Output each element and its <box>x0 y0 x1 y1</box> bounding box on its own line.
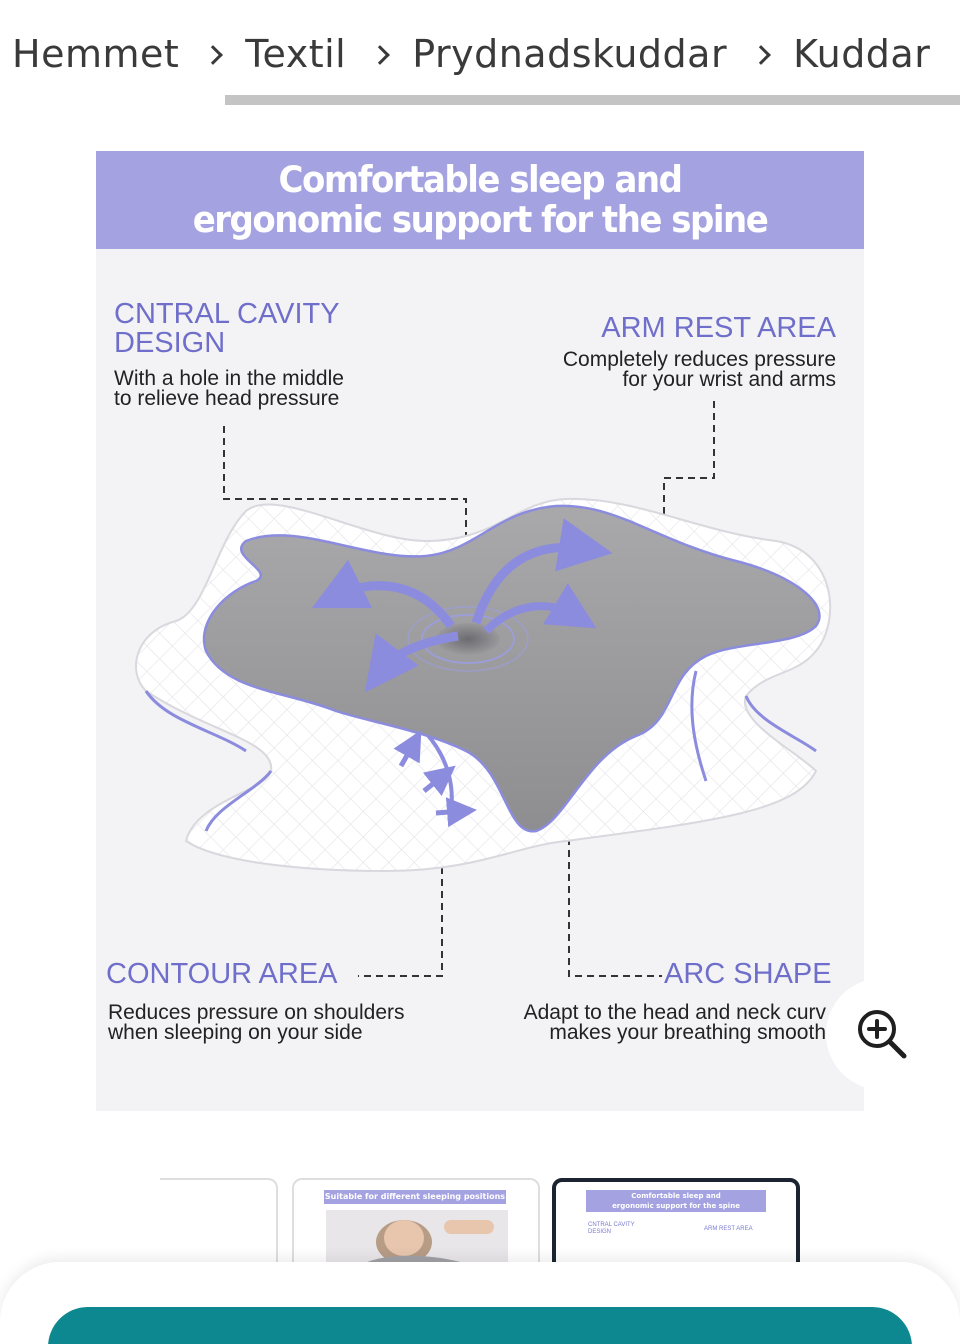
feature-contour-title: CONTOUR AREA <box>106 958 338 990</box>
chevron-right-icon <box>727 34 793 74</box>
chevron-right-icon <box>346 34 412 74</box>
zoom-button[interactable] <box>826 978 938 1090</box>
thumbnail-2-banner: Suitable for different sleeping position… <box>324 1190 506 1204</box>
feature-arc-desc-1: Adapt to the head and neck curv <box>523 1001 826 1024</box>
banner-line-1: Comfortable sleep and <box>278 158 683 202</box>
thumbnail-3-banner: Comfortable sleep and ergonomic support … <box>586 1190 766 1212</box>
thumbnail-3-banner-2: ergonomic support for the spine <box>612 1202 740 1210</box>
thumbnail-3-text-left-1: CNTRAL CAVITY <box>588 1222 635 1228</box>
feature-central-desc-2: to relieve head pressure <box>114 387 340 410</box>
feature-central-title-2: DESIGN <box>114 327 226 359</box>
feature-armrest-desc-1: Completely reduces pressure <box>562 348 836 371</box>
pillow-illustration <box>135 401 832 977</box>
thumbnail-3-banner-1: Comfortable sleep and <box>631 1192 721 1200</box>
breadcrumb: Hemmet Textil Prydnadskuddar Kuddar <box>12 28 930 80</box>
thumbnail-2-photo <box>326 1210 508 1268</box>
add-to-cart-button[interactable] <box>48 1307 912 1344</box>
feature-arc-desc-2: makes your breathing smooth <box>549 1021 826 1044</box>
feature-central-title-1: CNTRAL CAVITY <box>114 298 340 330</box>
breadcrumb-item-prydnadskuddar[interactable]: Prydnadskuddar <box>412 32 728 76</box>
thumbnail-3-text-left-2: DESIGN <box>588 1229 612 1235</box>
breadcrumb-item-hemmet[interactable]: Hemmet <box>12 32 180 76</box>
thumbnail-3-text-right: ARM REST AREA <box>704 1226 753 1232</box>
feature-central-desc-1: With a hole in the middle <box>114 367 344 390</box>
thumbnail-strip[interactable]: Suitable for different sleeping position… <box>160 1178 960 1268</box>
banner-line-2: ergonomic support for the spine <box>192 198 769 242</box>
product-image[interactable]: Comfortable sleep and ergonomic support … <box>96 151 864 1111</box>
image-banner: Comfortable sleep and ergonomic support … <box>96 151 864 249</box>
thumbnail-1[interactable] <box>160 1178 278 1268</box>
feature-contour-desc-1: Reduces pressure on shoulders <box>108 1001 405 1024</box>
thumbnail-2[interactable]: Suitable for different sleeping position… <box>292 1178 540 1268</box>
feature-armrest-title: ARM REST AREA <box>601 312 836 344</box>
chevron-right-icon <box>179 34 245 74</box>
feature-arc-title: ARC SHAPE <box>664 958 832 990</box>
feature-contour-desc-2: when sleeping on your side <box>108 1021 363 1044</box>
breadcrumb-scrollbar[interactable] <box>225 95 960 105</box>
breadcrumb-item-textil[interactable]: Textil <box>245 32 347 76</box>
zoom-in-icon <box>858 1010 907 1059</box>
thumbnail-3[interactable]: Comfortable sleep and ergonomic support … <box>552 1178 800 1268</box>
breadcrumb-item-kuddar[interactable]: Kuddar <box>793 32 931 76</box>
feature-armrest-desc-2: for your wrist and arms <box>622 368 836 391</box>
